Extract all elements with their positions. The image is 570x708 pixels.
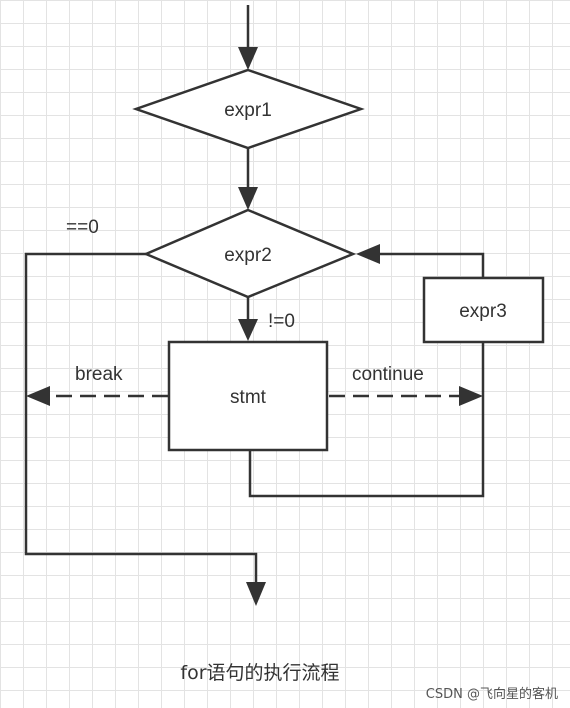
continue-label: continue [352,364,424,385]
break-label: break [75,364,123,385]
expr1-label: expr1 [224,100,272,121]
expr2-to-stmt-arrowhead [238,319,258,341]
break-arrowhead [26,386,50,406]
diagram-caption: for语句的执行流程 [180,662,340,684]
exit-arrowhead [246,582,266,606]
continue-arrowhead [459,386,483,406]
false-branch-label: ==0 [66,217,99,238]
expr3-to-expr2-arrowhead [356,244,380,264]
expr1-diamond [132,68,365,150]
watermark: CSDN @飞向星的客机 [425,687,558,702]
expr2-diamond [142,208,357,299]
stmt-box [167,340,329,452]
expr2-label: expr2 [224,245,272,266]
expr3-label: expr3 [459,301,507,322]
expr3-box [422,276,545,344]
stmt-label: stmt [230,387,267,408]
true-branch-label: !=0 [268,311,295,332]
expr1-to-expr2-arrowhead [238,187,258,210]
loop-back-path [248,342,485,498]
entry-arrowhead [238,47,258,70]
false-exit-path [24,252,258,585]
expr3-to-expr2-path [378,252,485,278]
